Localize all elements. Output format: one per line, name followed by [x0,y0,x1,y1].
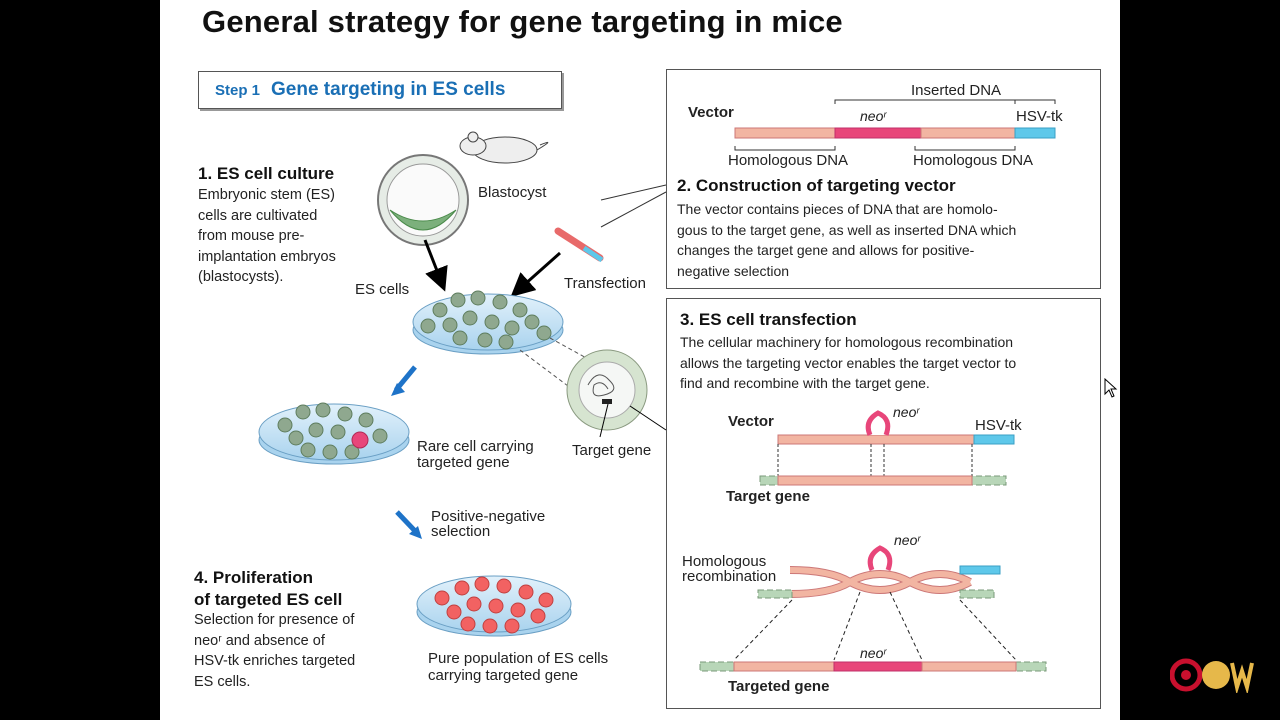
panel-transfection [666,298,1101,709]
text-line: Selection for presence of [194,612,355,628]
text-line: gous to the target gene, as well as inse… [677,221,1017,238]
section-4-text: Selection for presence of neoʳ and absen… [194,610,355,692]
label-homologous-dna-right: Homologous DNA [913,152,1034,169]
label-neo-2: neoʳ [893,404,920,420]
diagram-graphics [258,99,1056,672]
label-target-gene: Target gene [572,442,652,459]
dish-es-cells [412,290,564,355]
text-line: Homologous [682,553,767,570]
section-1-text: Embryonic stem (ES) cells are cultivated… [198,185,336,288]
label-neo: neoʳ [860,108,887,124]
dish-rare-cell [258,402,410,465]
label-inserted-dna: Inserted DNA [911,82,1002,99]
slide: General strategy for gene targeting in m… [160,0,1120,720]
section-1-heading: 1. ES cell culture [198,164,335,183]
section-3-heading: 3. ES cell transfection [680,310,857,329]
mouse-icon [459,131,549,164]
pointer-line [600,184,667,201]
text-line: The cellular machinery for homologous re… [680,334,1014,350]
nucleus-icon [566,349,648,431]
heading-line: 4. Proliferation [194,568,314,587]
cursor-icon [1104,378,1118,398]
pointer-line [599,403,609,438]
text-line: Positive-negative [431,508,546,525]
text-line: negative selection [677,262,790,279]
text-line: from mouse pre- [198,228,305,244]
pointer-line [600,191,667,228]
section-2-heading: 2. Construction of targeting vector [677,176,956,195]
label-homologous-recombination: Homologous recombination [682,554,776,584]
pointer-line [629,405,667,431]
heading-line: of targeted ES cell [194,590,343,609]
blue-arrow-icon [395,510,418,534]
text-line: Pure population of ES cells [428,650,609,667]
label-vector-2: Vector [728,413,774,430]
text-line: Rare cell carrying [417,438,534,455]
section-2-text: The vector contains pieces of DNA that a… [677,199,1016,281]
text-line: cells are cultivated [198,207,318,224]
text-line: (blastocysts). [198,269,284,285]
step-label: Gene targeting in ES cells [271,79,506,100]
ocw-logo-icon [1170,658,1254,693]
label-vector: Vector [688,104,734,121]
arrow [423,239,448,292]
text-line: allows the targeting vector enables the … [680,354,1017,371]
vector-diagram [734,99,1056,151]
label-homologous-dna-left: Homologous DNA [728,152,849,169]
recombination-diagram [699,410,1047,672]
label-target-gene-2: Target gene [726,488,810,505]
step-box: Step 1 Gene targeting in ES cells [198,71,562,109]
text-line: HSV-tk enriches targeted [194,653,356,669]
label-blastocyst: Blastocyst [478,184,547,201]
label-es-cells: ES cells [355,281,410,298]
text-line: ES cells. [194,673,251,690]
label-pure-population: Pure population of ES cells carrying tar… [428,650,608,684]
text-line: neoʳ and absence of [194,632,325,649]
text-line: targeted gene [417,454,510,471]
arrow [510,251,561,297]
text-line: The vector contains pieces of DNA that a… [677,201,998,217]
label-hsv-tk: HSV-tk [1016,108,1063,125]
step-number: Step 1 [215,82,261,99]
text-line: changes the target gene and allows for p… [677,242,975,258]
label-targeted-gene: Targeted gene [728,678,830,695]
label-positive-negative: Positive-negative selection [431,509,545,539]
section-3-text: The cellular machinery for homologous re… [680,332,1016,394]
text-line: selection [431,523,491,540]
text-line: implantation embryos [198,248,336,265]
blastocyst-icon [377,154,469,246]
label-hsv-tk-2: HSV-tk [975,417,1022,434]
text-line: recombination [682,568,777,585]
section-4-heading: 4. Proliferation of targeted ES cell [194,567,342,611]
label-rare-cell: Rare cell carrying targeted gene [417,439,534,471]
label-transfection: Transfection [564,275,646,292]
page-title: General strategy for gene targeting in m… [202,4,843,39]
label-neo-4: neoʳ [860,645,887,661]
text-line: find and recombine with the target gene. [680,375,930,391]
panel-construction [666,69,1101,289]
dish-pure-population [416,575,572,637]
text-line: carrying targeted gene [428,667,579,684]
label-neo-3: neoʳ [894,532,921,548]
pipette-icon [554,227,604,263]
text-line: Embryonic stem (ES) [198,187,335,203]
